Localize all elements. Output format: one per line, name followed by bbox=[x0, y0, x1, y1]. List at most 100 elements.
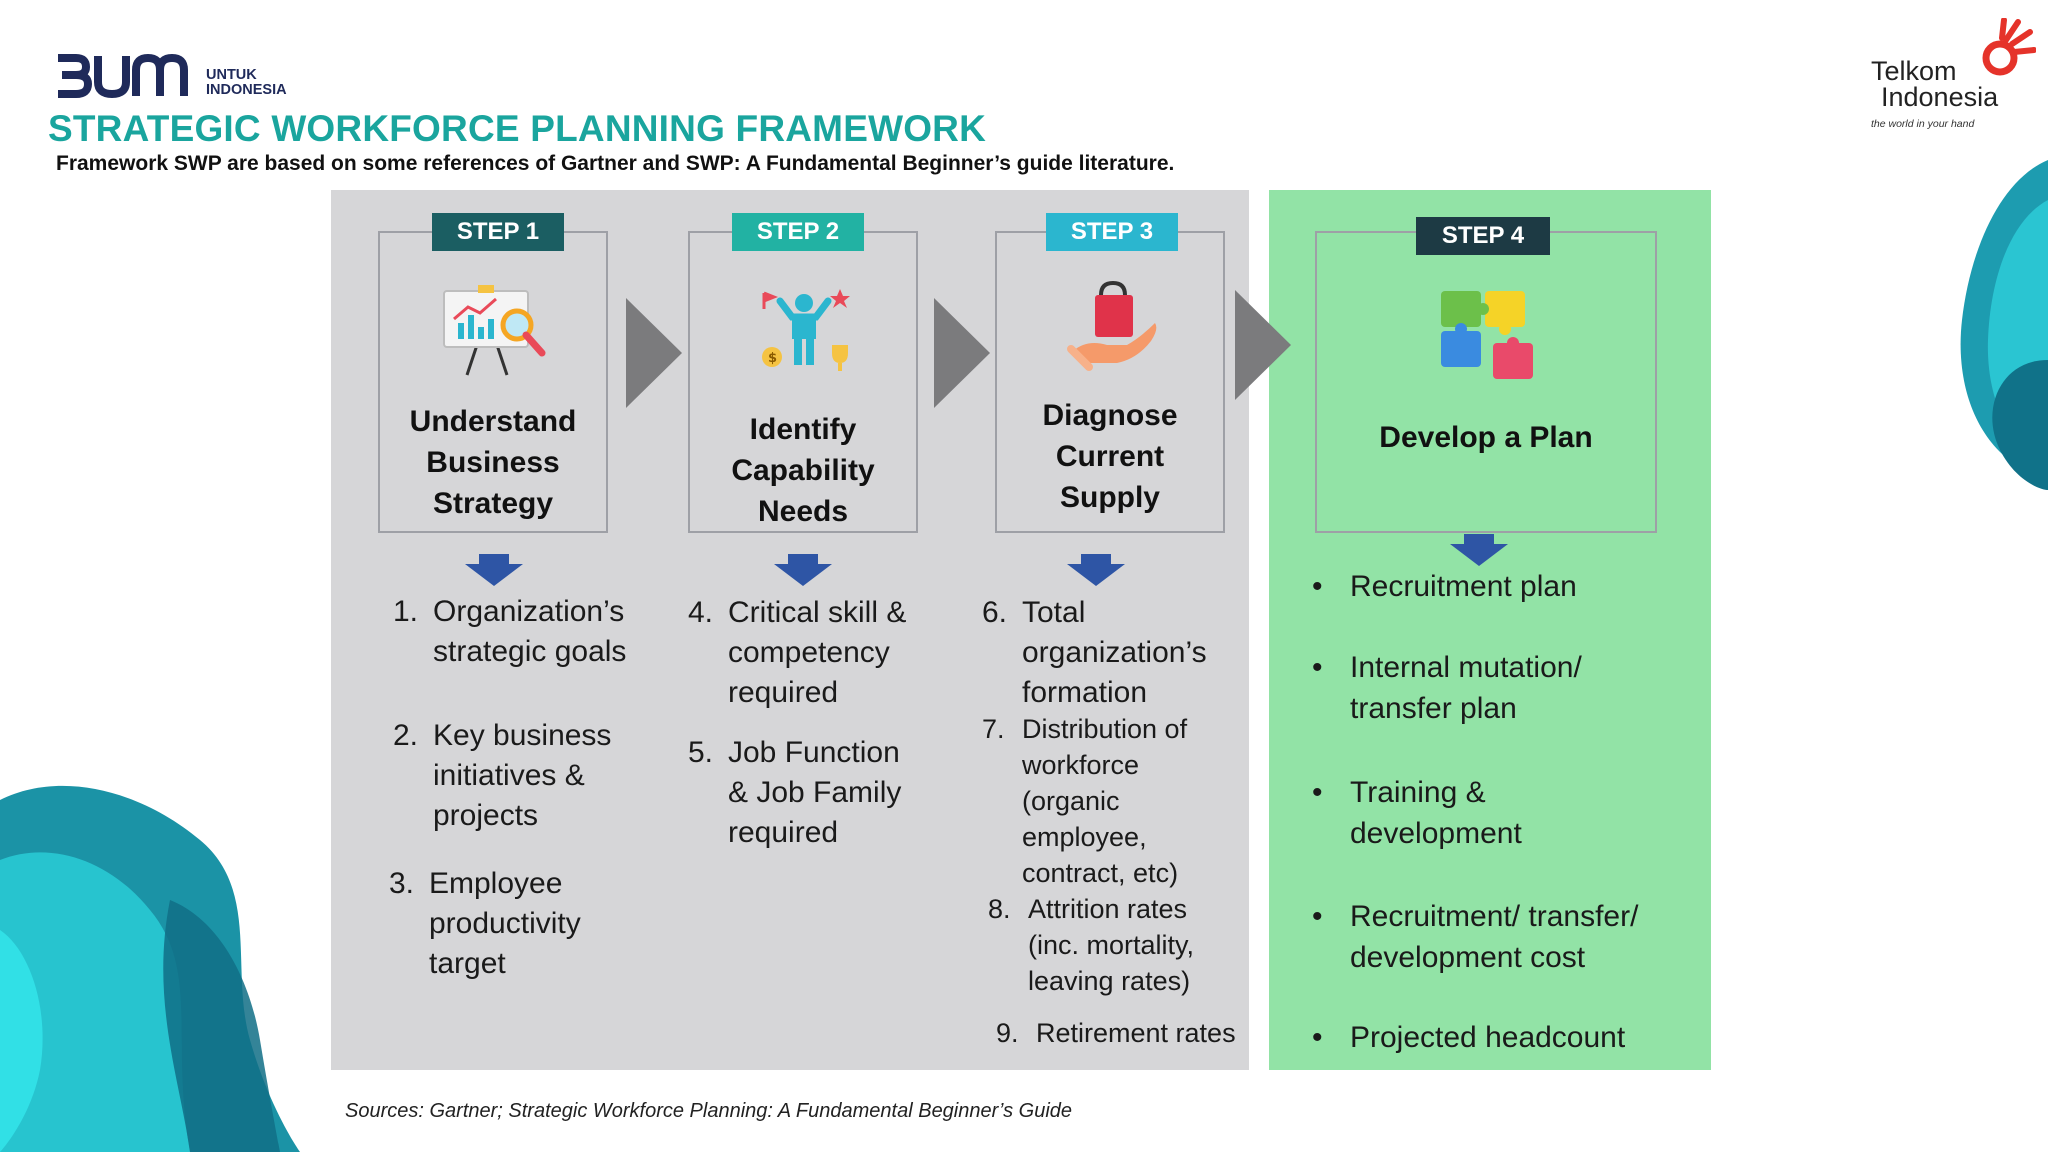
svg-text:$: $ bbox=[768, 351, 777, 366]
list-item-text: formation bbox=[1022, 676, 1148, 709]
step3-title-line2: Current bbox=[1055, 440, 1165, 473]
arrow-down-icon bbox=[1067, 554, 1125, 586]
arrow-down-icon bbox=[465, 554, 523, 586]
bumn-wordmark bbox=[58, 53, 188, 98]
list-item-text: Organization’s bbox=[433, 595, 625, 628]
list-item-number: 5. bbox=[688, 736, 714, 769]
step2-title-line1: Identify bbox=[749, 413, 857, 446]
list-item-text: leaving rates) bbox=[1028, 966, 1191, 996]
chevron-right-icon bbox=[626, 298, 682, 408]
step3-title-line3: Supply bbox=[1059, 481, 1160, 514]
step2-title-line2: Capability bbox=[731, 454, 875, 487]
list-item-text: required bbox=[728, 676, 839, 709]
source-note: Sources: Gartner; Strategic Workforce Pl… bbox=[345, 1100, 1073, 1122]
list-item-number: 4. bbox=[688, 596, 714, 629]
list-item-text: target bbox=[429, 947, 506, 980]
list-item-text: (organic bbox=[1022, 786, 1120, 816]
step3-title: Diagnose Current Supply bbox=[997, 395, 1223, 518]
page-title: STRATEGIC WORKFORCE PLANNING FRAMEWORK bbox=[48, 108, 987, 149]
step4-tag: STEP 4 bbox=[1416, 217, 1550, 255]
bullet-text: Training & bbox=[1350, 776, 1486, 809]
step1-list: 1. Organization’s strategic goals 2. Key… bbox=[389, 592, 653, 992]
list-item-text: projects bbox=[433, 799, 539, 832]
step2-title-line3: Needs bbox=[757, 495, 849, 528]
list-item-text: & Job Family bbox=[728, 776, 902, 809]
list-item-text: initiatives & bbox=[433, 759, 585, 792]
bumn-tagline: UNTUK INDONESIA bbox=[206, 68, 287, 98]
list-item-text: (inc. mortality, bbox=[1028, 930, 1195, 960]
list-item-text: strategic goals bbox=[433, 635, 627, 668]
decorative-wave-left bbox=[0, 785, 300, 1152]
decorative-wave-right bbox=[1960, 160, 2048, 490]
chevron-right-icon bbox=[1235, 290, 1291, 400]
step2-tag: STEP 2 bbox=[732, 213, 864, 251]
step1-title-line1: Understand bbox=[409, 405, 577, 438]
telkom-name-line1: Telkom bbox=[1871, 56, 1957, 86]
bullet-dot: • bbox=[1312, 1021, 1323, 1054]
chevron-right-icon bbox=[934, 298, 990, 408]
step3-title-line1: Diagnose bbox=[1042, 399, 1178, 432]
list-item-text: organization’s bbox=[1022, 636, 1207, 669]
telkom-logo: Telkom Indonesia the world in your hand bbox=[1866, 18, 2036, 138]
bullet-text: Projected headcount bbox=[1350, 1021, 1626, 1054]
list-item-text: Retirement rates bbox=[1036, 1018, 1236, 1048]
list-item-text: required bbox=[728, 816, 839, 849]
step1-tag: STEP 1 bbox=[432, 213, 564, 251]
step1-title-line3: Strategy bbox=[432, 487, 554, 520]
bullet-text: development bbox=[1350, 817, 1522, 850]
list-item-text: Employee bbox=[429, 867, 563, 900]
arrow-down-icon bbox=[774, 554, 832, 586]
telkom-name: Telkom Indonesia bbox=[1871, 56, 1999, 112]
list-item-number: 9. bbox=[996, 1018, 1019, 1048]
list-item-text: Distribution of bbox=[1022, 714, 1188, 744]
telkom-name-line2: Indonesia bbox=[1881, 82, 1999, 112]
step1-title: Understand Business Strategy bbox=[380, 401, 606, 524]
bullet-text: transfer plan bbox=[1350, 692, 1517, 725]
list-item-text: Critical skill & bbox=[728, 596, 907, 629]
list-item-number: 6. bbox=[982, 596, 1008, 629]
bullet-dot: • bbox=[1312, 570, 1323, 603]
list-item-text: workforce bbox=[1022, 750, 1140, 780]
step2-list: 4. Critical skill & competency required … bbox=[688, 593, 948, 893]
list-item-text: Job Function bbox=[728, 736, 900, 769]
arrow-down-icon bbox=[1450, 534, 1508, 566]
telkom-symbol-icon bbox=[1982, 18, 2036, 76]
step4-title-line1: Develop a Plan bbox=[1379, 421, 1593, 454]
step2-box: $ Identify Capability Needs bbox=[688, 231, 918, 533]
step4-box: Develop a Plan bbox=[1315, 231, 1657, 533]
step1-title-line2: Business bbox=[426, 446, 560, 479]
bullet-text: Recruitment/ transfer/ bbox=[1350, 900, 1639, 933]
step-4-panel bbox=[1269, 190, 1711, 1070]
puzzle-icon bbox=[1441, 291, 1533, 379]
list-item-text: employee, bbox=[1022, 822, 1147, 852]
list-item-text: productivity bbox=[429, 907, 581, 940]
list-item-text: Attrition rates bbox=[1028, 894, 1188, 924]
list-item-number: 7. bbox=[982, 714, 1005, 744]
list-item-text: Key business bbox=[433, 719, 612, 752]
bullet-text: Internal mutation/ bbox=[1350, 651, 1582, 684]
step4-title: Develop a Plan bbox=[1317, 417, 1655, 458]
step1-box: Understand Business Strategy bbox=[378, 231, 608, 533]
telkom-tagline: the world in your hand bbox=[1871, 118, 1975, 130]
page-subtitle: Framework SWP are based on some referenc… bbox=[56, 152, 1175, 175]
bullet-text: development cost bbox=[1350, 941, 1586, 974]
step3-tag: STEP 3 bbox=[1046, 213, 1178, 251]
presentation-chart-icon bbox=[443, 285, 546, 376]
bumn-tagline-line1: UNTUK bbox=[206, 67, 257, 83]
bullet-dot: • bbox=[1312, 900, 1323, 933]
bullet-dot: • bbox=[1312, 651, 1323, 684]
bullet-text: Recruitment plan bbox=[1350, 570, 1577, 603]
bumn-logo: UNTUK INDONESIA bbox=[54, 52, 294, 104]
bumn-tagline-line2: INDONESIA bbox=[206, 82, 287, 98]
step2-title: Identify Capability Needs bbox=[690, 409, 916, 532]
list-item-text: contract, etc) bbox=[1022, 858, 1179, 888]
bullet-dot: • bbox=[1312, 776, 1323, 809]
person-skills-icon: $ bbox=[762, 289, 850, 371]
list-item-number: 2. bbox=[393, 719, 419, 752]
list-item-number: 8. bbox=[988, 894, 1011, 924]
step3-list: 6. Total organization’s formation 7. Dis… bbox=[982, 593, 1252, 1053]
step3-box: Diagnose Current Supply bbox=[995, 231, 1225, 533]
list-item-number: 1. bbox=[393, 595, 419, 628]
list-item-text: Total bbox=[1022, 596, 1086, 629]
list-item-number: 3. bbox=[389, 867, 415, 900]
